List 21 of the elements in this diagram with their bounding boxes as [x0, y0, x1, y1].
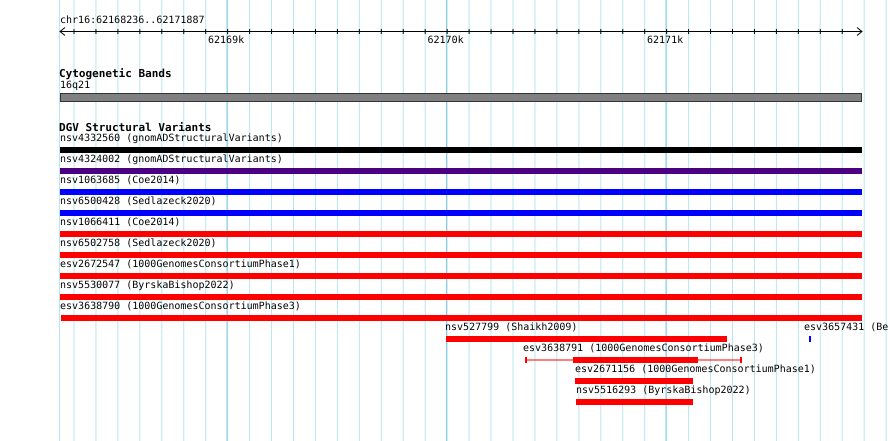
feature-label: nsv1063685 (Coe2014) — [60, 175, 180, 187]
tick-label: 62169k — [208, 35, 244, 47]
feature-label: nsv6502758 (Sedlazeck2020) — [60, 238, 217, 250]
feature-label: nsv4332560 (gnomADStructuralVariants) — [60, 133, 283, 145]
feature-label: nsv5516293 (ByrskaBishop2022) — [576, 385, 751, 397]
tick-label: 62170k — [428, 35, 464, 47]
feature-label: nsv1066411 (Coe2014) — [60, 217, 180, 229]
feature-label: esv3638790 (1000GenomesConsortiumPhase3) — [60, 301, 301, 313]
feature-label: esv2671156 (1000GenomesConsortiumPhase1) — [575, 364, 816, 376]
tick-label: 62171k — [647, 35, 684, 47]
feature-label: nsv6500428 (Sedlazeck2020) — [60, 196, 217, 208]
coordinate-range: chr16:62168236..62171887 — [60, 15, 204, 27]
feature-label: nsv4324002 (gnomADStructuralVariants) — [60, 154, 283, 166]
feature-label: 16q21 — [60, 80, 90, 92]
feature-label: nsv527799 (Shaikh2009) — [445, 322, 578, 334]
feature-label: esv3638791 (1000GenomesConsortiumPhase3) — [523, 343, 764, 355]
feature-label: esv2672547 (1000GenomesConsortiumPhase1) — [60, 259, 301, 271]
track-title: DGV Structural Variants — [59, 121, 212, 134]
track-title: Cytogenetic Bands — [59, 67, 172, 80]
feature-label: nsv5530077 (ByrskaBishop2022) — [60, 280, 235, 292]
feature-label: esv3657431 (Be — [804, 322, 888, 334]
